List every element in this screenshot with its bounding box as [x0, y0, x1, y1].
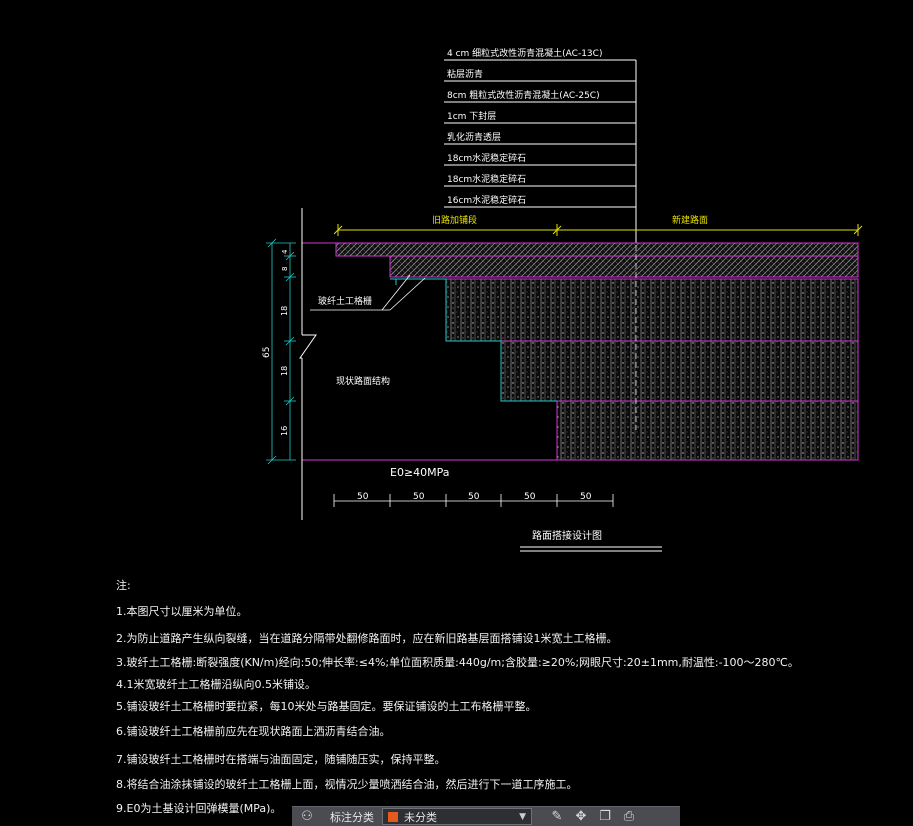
- dim-18b: 18: [280, 366, 289, 376]
- notes-heading: 注:: [116, 579, 131, 592]
- note-item: 6.铺设玻纤土工格栅前应先在现状路面上洒沥青结合油。: [116, 725, 391, 738]
- layer-label: 18cm水泥稳定碎石: [447, 152, 526, 164]
- hdim: 50: [524, 492, 536, 502]
- vertical-dimension: [266, 238, 296, 465]
- new-road-label: 新建路面: [672, 214, 708, 226]
- hdim: 50: [580, 492, 592, 502]
- selected-category: 未分类: [404, 810, 437, 824]
- layer-label: 4 cm 细粒式改性沥青混凝土(AC-13C): [447, 47, 602, 59]
- base-layers: [445, 278, 859, 461]
- existing-boundary: [299, 208, 317, 520]
- e0-label: E0≥40MPa: [390, 466, 450, 479]
- layer-label: 8cm 粗粒式改性沥青混凝土(AC-25C): [447, 89, 600, 101]
- layer-label: 16cm水泥稳定碎石: [447, 194, 526, 206]
- layer-label: 粘层沥青: [447, 68, 483, 80]
- layer-label: 18cm水泥稳定碎石: [447, 173, 526, 185]
- layer-label: 1cm 下封层: [447, 110, 496, 122]
- geogrid-leader: [310, 274, 426, 311]
- note-item: 4.1米宽玻纤土工格栅沿纵向0.5米铺设。: [116, 678, 316, 691]
- geogrid-label: 玻纤土工格栅: [318, 295, 372, 307]
- top-dimension: [333, 224, 863, 236]
- note-item: 8.将结合油涂抹铺设的玻纤土工格栅上面，视情况少量喷洒结合油，然后进行下一道工序…: [116, 778, 578, 791]
- dim-total: 65: [262, 347, 272, 358]
- classification-label: 标注分类: [330, 810, 374, 824]
- classification-select[interactable]: 未分类 ▼: [382, 808, 532, 825]
- dim-18a: 18: [280, 306, 289, 316]
- edit-icon[interactable]: ✎: [551, 809, 563, 824]
- tool-icon[interactable]: ⚇: [301, 809, 313, 824]
- dim-16: 16: [280, 426, 289, 436]
- chevron-down-icon: ▼: [519, 811, 526, 822]
- color-swatch: [388, 811, 398, 822]
- note-item: 2.为防止道路产生纵向裂缝，当在道路分隔带处翻修路面时，应在新旧路基层面搭铺设1…: [116, 632, 618, 645]
- layer-legend: 4 cm 细粒式改性沥青混凝土(AC-13C) 粘层沥青 8cm 粗粒式改性沥青…: [444, 47, 637, 245]
- note-item: 5.铺设玻纤土工格栅时要拉紧，每10米处与路基固定。要保证铺设的土工布格栅平整。: [116, 700, 537, 713]
- drawing-title: 路面搭接设计图: [532, 529, 602, 542]
- layer-label: 乳化沥青透层: [447, 131, 501, 143]
- surface-layers: [335, 242, 859, 278]
- horizontal-dimension: [333, 494, 614, 507]
- note-item: 7.铺设玻纤土工格栅时在搭端与油面固定，随铺随压实，保持平整。: [116, 753, 446, 766]
- hdim: 50: [468, 492, 480, 502]
- print-icon[interactable]: ⎙: [623, 809, 635, 824]
- old-widen-label: 旧路加铺段: [432, 214, 477, 226]
- move-icon[interactable]: ✥: [575, 809, 587, 824]
- copy-icon[interactable]: ❐: [599, 809, 611, 824]
- note-item: 1.本图尺寸以厘米为单位。: [116, 605, 248, 618]
- dim-8: 8: [281, 267, 289, 271]
- hdim: 50: [413, 492, 425, 502]
- dim-4: 4: [281, 249, 289, 254]
- geogrid-line: [390, 278, 557, 402]
- note-item: 3.玻纤土工格栅:断裂强度(KN/m)经向:50;伸长率:≤4%;单位面积质量:…: [116, 656, 799, 669]
- existing-label: 现状路面结构: [336, 375, 390, 387]
- note-item: 9.E0为土基设计回弹模量(MPa)。: [116, 802, 282, 815]
- annotation-toolbar: ⚇ 标注分类 未分类 ▼ ✎ ✥ ❐ ⎙: [292, 806, 680, 826]
- hdim: 50: [357, 492, 369, 502]
